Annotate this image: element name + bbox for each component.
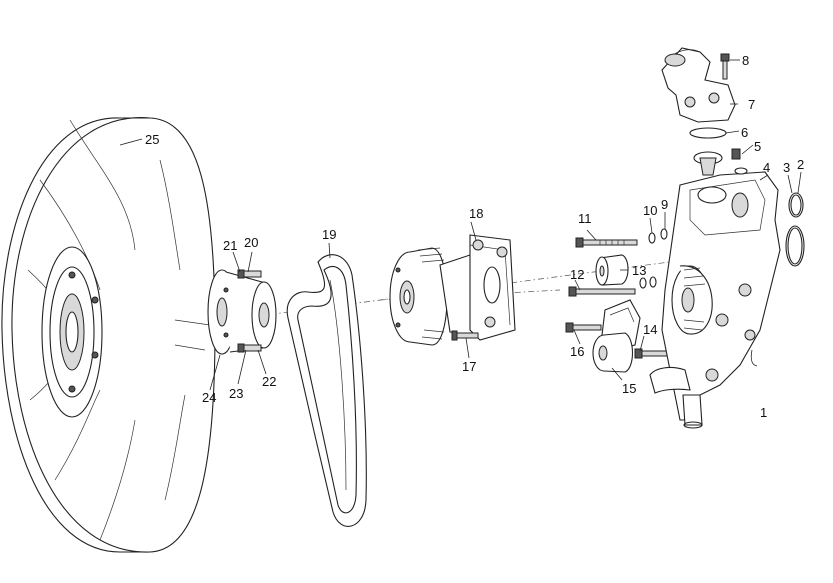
idler-pulley (595, 254, 629, 286)
o-rings (785, 192, 805, 267)
callout-19: 19 (322, 227, 336, 242)
bolt-17 (451, 330, 479, 341)
belt (286, 254, 367, 527)
callout-7: 7 (748, 97, 755, 112)
tensioner (592, 299, 641, 373)
bolt-11 (575, 237, 638, 248)
callout-18: 18 (469, 206, 483, 221)
bolts-spacer (237, 269, 262, 353)
callout-21: 21 (223, 238, 237, 253)
fan-pulley-bracket (389, 234, 516, 346)
callout-9: 9 (661, 197, 668, 212)
bolt-8 (720, 53, 730, 80)
fan (1, 117, 216, 553)
callout-24: 24 (202, 390, 216, 405)
callout-12: 12 (570, 267, 584, 282)
spacer (207, 269, 277, 355)
thermostat-housing (661, 47, 736, 123)
callout-22: 22 (262, 374, 276, 389)
bolt-16 (565, 322, 602, 333)
callout-11: 11 (578, 211, 592, 226)
washers (639, 228, 668, 289)
callout-13: 13 (632, 263, 646, 278)
callout-20: 20 (244, 235, 258, 250)
callout-23: 23 (229, 386, 243, 401)
callout-8: 8 (742, 53, 749, 68)
callout-14: 14 (643, 322, 657, 337)
callout-1: 1 (760, 405, 767, 420)
callout-15: 15 (622, 381, 636, 396)
callout-labels: 25 24 23 22 21 20 19 18 17 11 12 13 14 1… (145, 53, 804, 420)
water-pump-housing (649, 171, 781, 429)
callout-25: 25 (145, 132, 159, 147)
leader-lines (119, 59, 802, 391)
callout-6: 6 (741, 125, 748, 140)
callout-10: 10 (643, 203, 657, 218)
callout-4: 4 (763, 160, 770, 175)
callout-16: 16 (570, 344, 584, 359)
callout-3: 3 (783, 160, 790, 175)
bolt-12 (568, 286, 636, 297)
callout-2: 2 (797, 157, 804, 172)
callout-5: 5 (754, 139, 761, 154)
callout-17: 17 (462, 359, 476, 374)
thermostat (689, 127, 748, 176)
